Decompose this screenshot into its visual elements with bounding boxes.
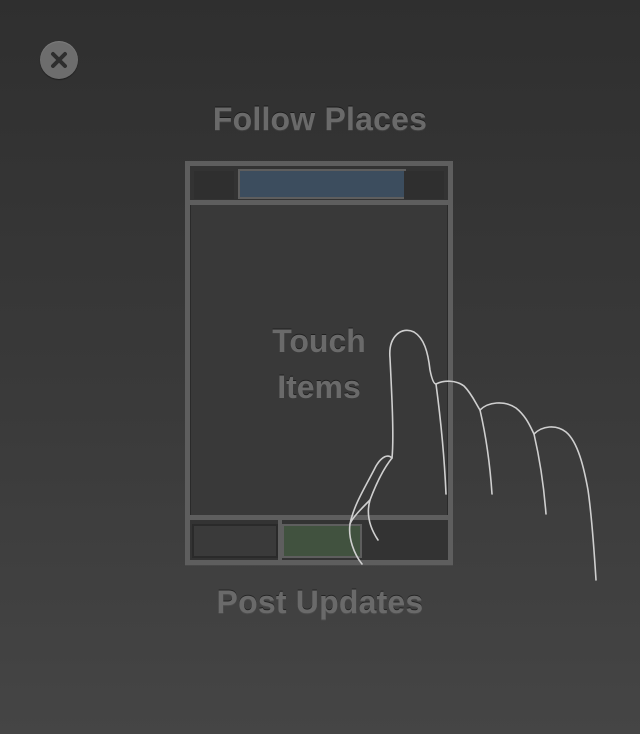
touch-items-label: Touch Items (190, 318, 448, 410)
close-icon (51, 52, 67, 68)
heading-post-updates: Post Updates (216, 584, 424, 620)
bottom-bar-left-tab (192, 524, 278, 558)
phone-bottom-bar (190, 515, 448, 560)
phone-top-bar (190, 166, 448, 205)
top-bar-right-segment (404, 171, 444, 199)
heading-follow-places: Follow Places (212, 101, 428, 137)
close-button[interactable] (40, 41, 78, 79)
bottom-bar-right-tab (282, 524, 362, 558)
top-bar-title-segment (238, 169, 406, 199)
touch-items-line2: Items (277, 369, 361, 405)
bottom-bar-divider (278, 520, 282, 560)
top-bar-left-segment (194, 171, 234, 199)
touch-items-line1: Touch (272, 323, 366, 359)
phone-illustration: Touch Items (185, 161, 453, 565)
